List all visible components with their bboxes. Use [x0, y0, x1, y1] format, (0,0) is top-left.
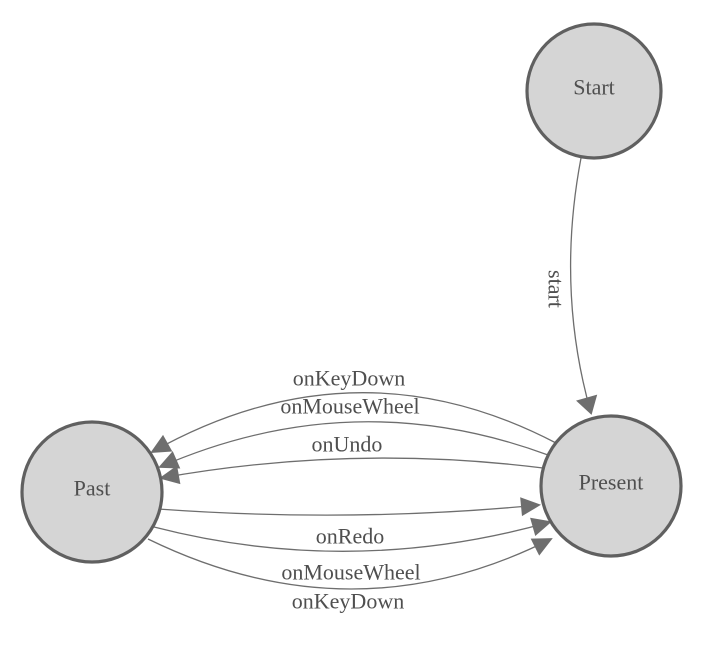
- arrowhead-icon: [530, 517, 552, 537]
- arrowhead-icon: [150, 434, 173, 453]
- arrowhead-icon: [159, 465, 181, 485]
- arrowhead-icon: [158, 451, 181, 469]
- transition-edge-past-to-present-onKeyDown: [147, 538, 552, 590]
- state-node-start: [525, 22, 663, 160]
- state-node-present: [539, 414, 683, 558]
- edge-label-present-to-past-onKeyDown: onKeyDown: [293, 366, 405, 391]
- edge-label-present-to-past-onMouseWheel: onMouseWheel: [280, 394, 419, 419]
- edge-label-past-to-present-onMouseWheel: onMouseWheel: [281, 560, 420, 585]
- transition-edge-present-to-past-onUndo: [160, 457, 544, 479]
- state-node-label-start: Start: [573, 75, 615, 100]
- transition-edge-past-to-present-onRedo: [157, 504, 540, 516]
- edge-label-past-to-present-onRedo: onRedo: [316, 524, 384, 549]
- arrowhead-icon: [576, 394, 598, 415]
- state-node-label-past: Past: [74, 476, 111, 501]
- edge-label-past-to-present-onKeyDown: onKeyDown: [292, 589, 404, 614]
- transition-edge-present-to-past-onKeyDown: [151, 392, 557, 453]
- edge-label-present-to-past-onUndo: onUndo: [312, 432, 383, 457]
- state-node-past: [20, 420, 164, 564]
- transition-edge-present-to-past-onMouseWheel: [159, 421, 549, 468]
- edge-label-start-to-present-start: start: [544, 270, 569, 308]
- state-node-label-present: Present: [579, 470, 644, 495]
- transition-edge-start-to-present-start: [569, 157, 592, 414]
- arrowhead-icon: [520, 497, 541, 517]
- transition-edge-past-to-present-onMouseWheel: [153, 521, 551, 552]
- arrowhead-icon: [530, 538, 553, 556]
